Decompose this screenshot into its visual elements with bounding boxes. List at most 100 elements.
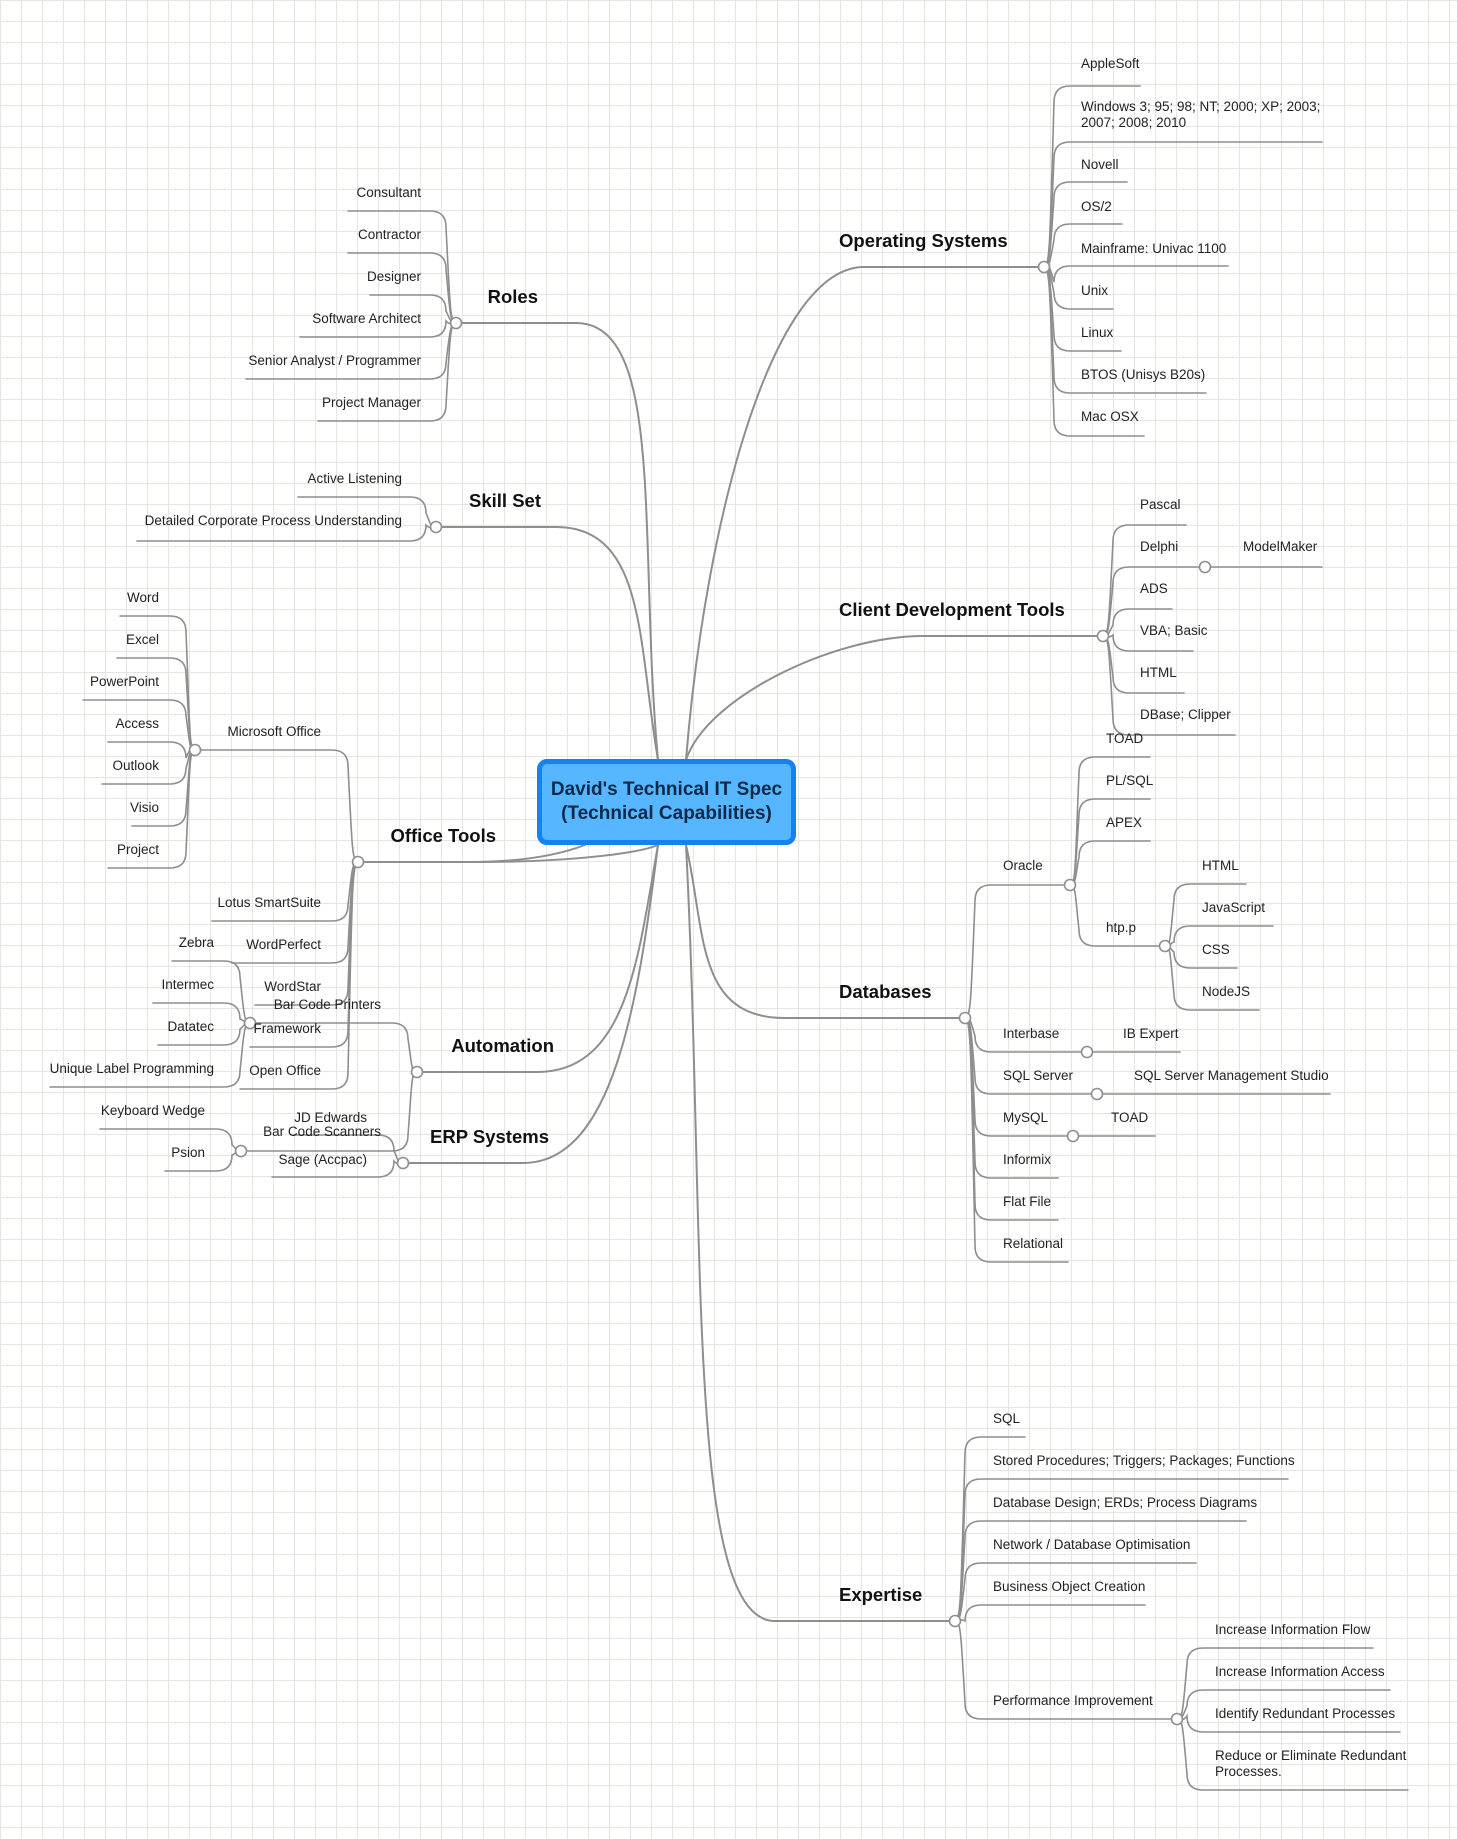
performance-sub-item[interactable]: Increase Information Access	[1215, 1664, 1385, 1679]
skill-set-title[interactable]: Skill Set	[469, 490, 541, 511]
office-tool-item[interactable]: Framework	[253, 1021, 321, 1036]
client-dev-tools-toggle-icon[interactable]	[1096, 629, 1110, 643]
ms-office-item[interactable]: Outlook	[112, 758, 159, 773]
operating-systems-title[interactable]: Operating Systems	[839, 230, 1008, 251]
client-tool-item[interactable]: VBA; Basic	[1140, 623, 1208, 638]
oracle-item[interactable]: APEX	[1106, 815, 1143, 830]
office-tool-item[interactable]: Open Office	[249, 1063, 321, 1078]
delphi-toggle-icon[interactable]	[1198, 560, 1212, 574]
roles-toggle-icon[interactable]	[449, 316, 463, 330]
htpp-toggle-icon[interactable]	[1158, 939, 1172, 953]
os-item[interactable]: OS/2	[1081, 199, 1112, 214]
office-tools-toggle-icon[interactable]	[351, 855, 365, 869]
os-item[interactable]: Mainframe: Univac 1100	[1081, 241, 1227, 256]
htpp-item[interactable]: NodeJS	[1202, 984, 1251, 999]
mysql-toggle-icon[interactable]	[1066, 1129, 1080, 1143]
client-tool-item[interactable]: Delphi	[1140, 539, 1179, 554]
scanner-item[interactable]: Psion	[171, 1145, 205, 1160]
os-item[interactable]: Novell	[1081, 157, 1119, 172]
ms-office-item[interactable]: Visio	[129, 800, 159, 815]
bar-code-printers-toggle-icon[interactable]	[243, 1016, 257, 1030]
os-item[interactable]: Mac OSX	[1081, 409, 1139, 424]
expertise-title[interactable]: Expertise	[839, 1584, 923, 1605]
role-item[interactable]: Consultant	[356, 185, 421, 200]
client-dev-tools-title[interactable]: Client Development Tools	[839, 599, 1065, 620]
automation-toggle-icon[interactable]	[410, 1065, 424, 1079]
database-item[interactable]: Relational	[1003, 1236, 1064, 1251]
interbase-toggle-icon[interactable]	[1080, 1045, 1094, 1059]
ib-expert-item[interactable]: IB Expert	[1123, 1026, 1179, 1041]
database-item[interactable]: Oracle	[1003, 858, 1043, 873]
performance-item[interactable]: Performance Improvement	[993, 1693, 1153, 1708]
databases-title[interactable]: Databases	[839, 981, 932, 1002]
central-topic[interactable]: David's Technical IT Spec (Technical Cap…	[537, 759, 796, 845]
bar-code-scanners-toggle-icon[interactable]	[234, 1144, 248, 1158]
role-item[interactable]: Project Manager	[321, 395, 421, 410]
database-item[interactable]: Informix	[1003, 1152, 1052, 1167]
htpp-item[interactable]: JavaScript	[1202, 900, 1266, 915]
expertise-item[interactable]: Network / Database Optimisation	[993, 1537, 1191, 1552]
ms-office-item[interactable]: Access	[115, 716, 159, 731]
oracle-item[interactable]: htp.p	[1106, 920, 1137, 935]
ms-office-item[interactable]: Project	[116, 842, 159, 857]
erp-systems-title[interactable]: ERP Systems	[430, 1126, 549, 1147]
erp-systems-toggle-icon[interactable]	[396, 1156, 410, 1170]
htpp-item[interactable]: CSS	[1202, 942, 1230, 957]
performance-sub-item[interactable]: Reduce or Eliminate Redundant Processes.	[1215, 1748, 1407, 1779]
modelmaker-item[interactable]: ModelMaker	[1243, 539, 1318, 554]
database-item[interactable]: MySQL	[1003, 1110, 1049, 1125]
database-item[interactable]: Flat File	[1003, 1194, 1052, 1209]
database-item[interactable]: Interbase	[1003, 1026, 1060, 1041]
role-item[interactable]: Designer	[366, 269, 421, 284]
skill-set-toggle-icon[interactable]	[429, 520, 443, 534]
os-item[interactable]: BTOS (Unisys B20s)	[1081, 367, 1206, 382]
os-item[interactable]: Windows 3; 95; 98; NT; 2000; XP; 2003; 2…	[1081, 99, 1321, 130]
sql-server-toggle-icon[interactable]	[1090, 1087, 1104, 1101]
printer-item[interactable]: Intermec	[161, 977, 214, 992]
role-item[interactable]: Contractor	[357, 227, 421, 242]
erp-item[interactable]: Sage (Accpac)	[278, 1152, 367, 1167]
expertise-item[interactable]: Database Design; ERDs; Process Diagrams	[993, 1495, 1258, 1510]
scanner-item[interactable]: Keyboard Wedge	[100, 1103, 205, 1118]
bar-code-scanners-item[interactable]: Bar Code Scanners	[263, 1124, 381, 1139]
office-tools-title[interactable]: Office Tools	[390, 825, 496, 846]
os-item[interactable]: Unix	[1081, 283, 1109, 298]
office-tool-item[interactable]: WordStar	[264, 979, 321, 994]
office-tool-item[interactable]: Microsoft Office	[227, 724, 321, 739]
operating-systems-toggle-icon[interactable]	[1037, 260, 1051, 274]
database-item[interactable]: SQL Server	[1003, 1068, 1074, 1083]
os-item[interactable]: Linux	[1081, 325, 1114, 340]
ms-office-item[interactable]: Word	[126, 590, 159, 605]
mysql-toad-item[interactable]: TOAD	[1111, 1110, 1149, 1125]
expertise-item[interactable]: Business Object Creation	[993, 1579, 1146, 1594]
expertise-item[interactable]: Stored Procedures; Triggers; Packages; F…	[993, 1453, 1295, 1468]
skill-item[interactable]: Active Listening	[307, 471, 402, 486]
oracle-item[interactable]: PL/SQL	[1106, 773, 1154, 788]
ms-office-item[interactable]: PowerPoint	[89, 674, 159, 689]
microsoft-office-toggle-icon[interactable]	[188, 743, 202, 757]
skill-item[interactable]: Detailed Corporate Process Understanding	[144, 513, 402, 528]
performance-sub-item[interactable]: Increase Information Flow	[1215, 1622, 1371, 1637]
role-item[interactable]: Software Architect	[312, 311, 421, 326]
printer-item[interactable]: Unique Label Programming	[49, 1061, 214, 1076]
expertise-item[interactable]: SQL	[993, 1411, 1021, 1426]
databases-toggle-icon[interactable]	[958, 1011, 972, 1025]
role-item[interactable]: Senior Analyst / Programmer	[248, 353, 421, 368]
automation-title[interactable]: Automation	[451, 1035, 554, 1056]
bar-code-printers-item[interactable]: Bar Code Printers	[273, 997, 381, 1012]
client-tool-item[interactable]: DBase; Clipper	[1140, 707, 1231, 722]
ssms-item[interactable]: SQL Server Management Studio	[1134, 1068, 1329, 1083]
performance-toggle-icon[interactable]	[1170, 1712, 1184, 1726]
expertise-toggle-icon[interactable]	[948, 1614, 962, 1628]
client-tool-item[interactable]: HTML	[1140, 665, 1177, 680]
office-tool-item[interactable]: Lotus SmartSuite	[217, 895, 321, 910]
client-tool-item[interactable]: Pascal	[1140, 497, 1181, 512]
oracle-item[interactable]: TOAD	[1106, 731, 1144, 746]
printer-item[interactable]: Zebra	[178, 935, 214, 950]
performance-sub-item[interactable]: Identify Redundant Processes	[1215, 1706, 1396, 1721]
os-item[interactable]: AppleSoft	[1081, 56, 1140, 71]
printer-item[interactable]: Datatec	[167, 1019, 214, 1034]
client-tool-item[interactable]: ADS	[1140, 581, 1168, 596]
roles-title[interactable]: Roles	[487, 286, 538, 307]
